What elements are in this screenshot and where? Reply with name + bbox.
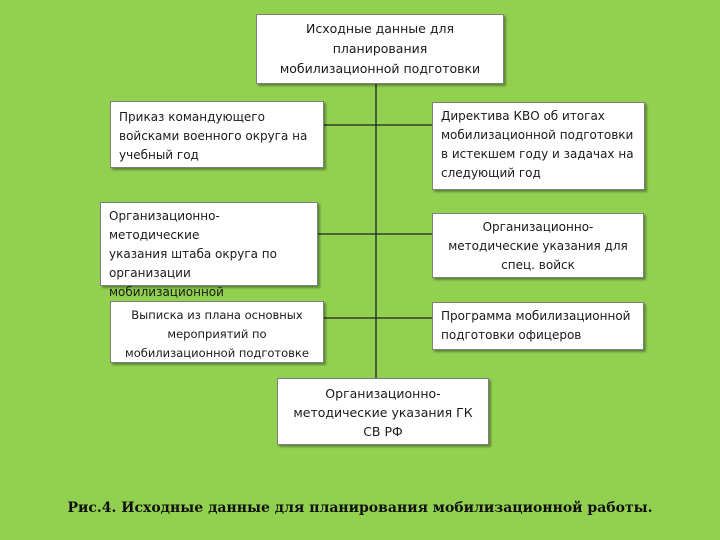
figure-caption: Рис.4. Исходные данные для планирования … xyxy=(67,500,653,516)
gk-sv-guidelines-box: Организационно- методические указания ГК… xyxy=(277,378,489,445)
officer-training-label: Программа мобилизационной подготовки офи… xyxy=(441,309,631,342)
special-troops-guidelines-box: Организационно- методические указания дл… xyxy=(432,213,644,278)
officer-training-box: Программа мобилизационной подготовки офи… xyxy=(432,302,644,350)
kvo-directive-label: Директива КВО об итогах мобилизационной … xyxy=(441,109,634,180)
source-data-label: Исходные данные для планирования мобилиз… xyxy=(279,21,481,76)
plan-extract-label: Выписка из плана основных мероприятий по… xyxy=(125,308,309,360)
commander-order-box: Приказ командующего войсками военного ок… xyxy=(110,101,324,168)
district-guidelines-box: Организационно-методические указания шта… xyxy=(100,202,318,318)
special-troops-guidelines-label: Организационно- методические указания дл… xyxy=(448,220,628,272)
commander-order-label: Приказ командующего войсками военного ок… xyxy=(119,110,308,162)
plan-extract-box: Выписка из плана основных мероприятий по… xyxy=(110,301,324,363)
source-data-box: Исходные данные для планирования мобилиз… xyxy=(256,14,504,84)
kvo-directive-box: Директива КВО об итогах мобилизационной … xyxy=(432,102,645,190)
gk-sv-guidelines-label: Организационно- методические указания ГК… xyxy=(293,386,473,439)
